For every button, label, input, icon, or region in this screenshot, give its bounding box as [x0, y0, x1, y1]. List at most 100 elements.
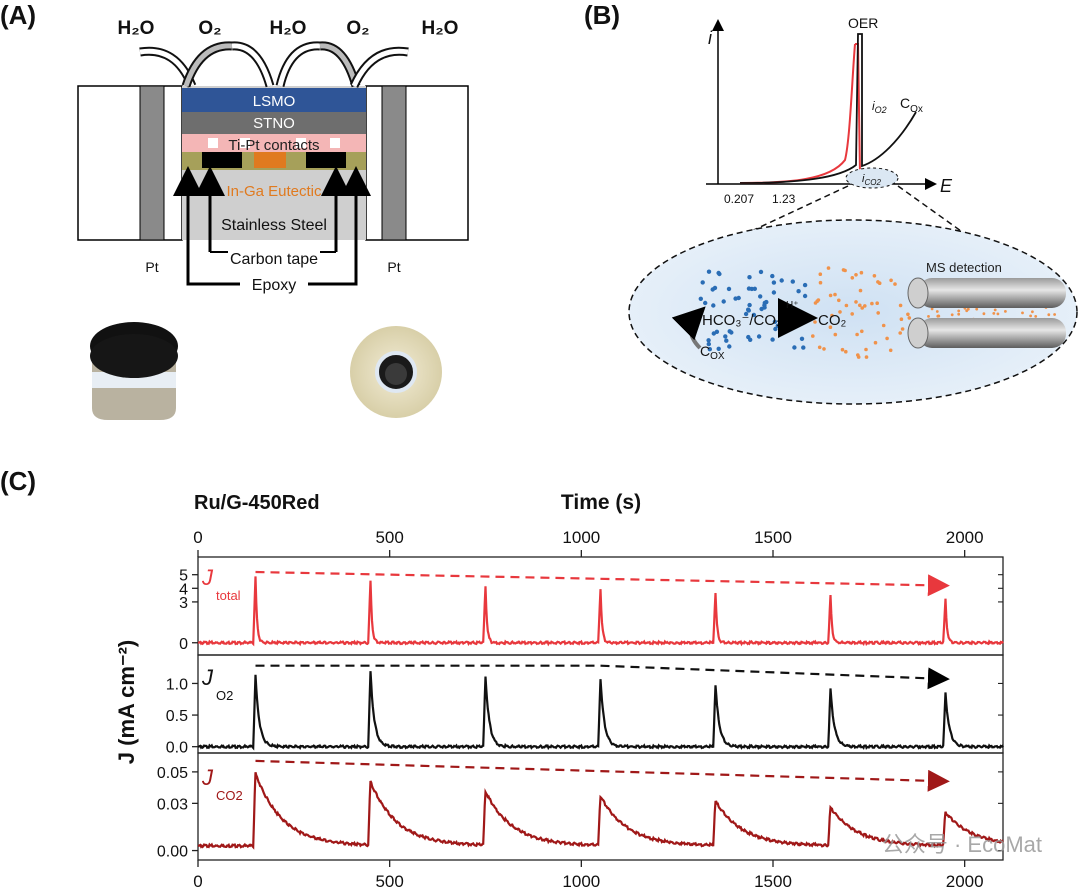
dot [1004, 310, 1007, 313]
hco3-label: HCO₃⁻/CO₃²⁻ [702, 312, 795, 329]
dot [876, 311, 880, 315]
dot [727, 344, 732, 349]
dot [833, 332, 838, 337]
pt-label-left: Pt [145, 259, 158, 275]
dot [818, 272, 823, 277]
dot [856, 355, 861, 359]
series-sub-O2: O2 [216, 688, 233, 703]
y-tick-label: 3 [179, 595, 188, 612]
b-x-label: E [940, 176, 953, 196]
layer-label-ti-pt: Ti-Pt contacts [228, 137, 319, 154]
dot [700, 280, 705, 285]
dot [771, 290, 777, 295]
dot [900, 327, 905, 331]
left-housing [77, 85, 183, 241]
dot [749, 286, 754, 292]
dot [992, 312, 996, 315]
dot [706, 341, 711, 347]
y-tick-label: 5 [179, 568, 188, 585]
carbon-tape-label: Carbon tape [230, 251, 318, 268]
hplus-label: H⁺ [786, 300, 799, 311]
y-tick-label: 0.5 [166, 708, 188, 725]
dot [762, 305, 767, 310]
dot [898, 303, 903, 308]
ti-pt-layer [182, 134, 366, 152]
b-ico2-ellipse [845, 167, 899, 189]
dot [711, 331, 716, 336]
ms-detection-label: MS detection [926, 260, 1002, 275]
dot [854, 273, 858, 277]
dot [859, 270, 864, 275]
x-tick-label-top: 500 [375, 528, 403, 547]
panel-label-c: (C) [0, 466, 36, 496]
series-label-CO2: J [201, 765, 214, 790]
trend-arrow-O2 [255, 664, 950, 690]
dot [881, 323, 886, 328]
dot [733, 296, 738, 301]
electrode-photo-top [350, 326, 442, 418]
dot [770, 337, 775, 342]
dot [872, 274, 877, 278]
dot [746, 307, 751, 312]
oer-curve-red [739, 43, 856, 184]
dot [888, 348, 893, 353]
contact-right [306, 152, 346, 168]
stno-layer [182, 112, 366, 134]
x-tick-label-bottom: 1500 [754, 872, 792, 888]
dot [790, 279, 795, 284]
dot [771, 280, 777, 285]
dot [937, 314, 940, 318]
dot [1021, 311, 1024, 315]
gas-label-4: O₂ [346, 18, 369, 39]
dot [864, 355, 869, 359]
panel-c-chart: Ru/G-450Red Time (s) J (mA cm⁻²) 0050050… [114, 491, 1004, 888]
series-line-CO2 [198, 772, 1004, 850]
epoxy-arrow-left [173, 166, 240, 286]
gas-label-1: H₂O [118, 18, 155, 39]
dot [751, 312, 757, 318]
b-y-label: i [708, 28, 713, 48]
dot [833, 292, 837, 297]
b-zoom-cell [628, 219, 1078, 405]
dot [723, 334, 728, 339]
trend-arrow-CO2 [255, 759, 950, 792]
dot [726, 286, 732, 292]
dot [975, 307, 979, 311]
panel-label-b: (B) [584, 0, 620, 30]
dot [817, 345, 822, 350]
series-sub-total: total [216, 588, 241, 603]
b-tick-2: 1.23 [772, 192, 796, 206]
dot [858, 288, 863, 293]
series-label-O2: J [201, 665, 214, 690]
dot [743, 311, 749, 317]
dot [927, 315, 930, 318]
panel-b-diagram: i E 0.207 1.23 OER iO2 COx iCO2 MS detec… [628, 15, 1078, 405]
dot [858, 303, 862, 308]
dot [873, 340, 878, 345]
dot [698, 296, 703, 301]
series-line-total [197, 576, 1004, 647]
dot [907, 316, 912, 320]
dot [828, 293, 833, 298]
dot [830, 313, 834, 318]
dot [721, 299, 726, 304]
dot [840, 347, 845, 352]
x-tick-label-bottom: 2000 [946, 872, 984, 888]
dot [802, 282, 808, 288]
series-sub-CO2: CO2 [216, 788, 243, 803]
contact-center [254, 152, 286, 168]
x-tick-label-top: 2000 [946, 528, 984, 547]
dot [707, 347, 712, 352]
gas-label-3: H₂O [270, 18, 307, 39]
dot [957, 309, 961, 313]
ms-tubes [907, 277, 1066, 349]
dot [818, 280, 823, 285]
dot [802, 293, 808, 299]
gas-label-5: H₂O [422, 18, 459, 39]
dot [779, 278, 784, 283]
dot [813, 320, 817, 324]
steel-label: Stainless Steel [221, 217, 327, 234]
dot [724, 338, 729, 343]
dot [813, 301, 818, 305]
dot [796, 289, 801, 294]
